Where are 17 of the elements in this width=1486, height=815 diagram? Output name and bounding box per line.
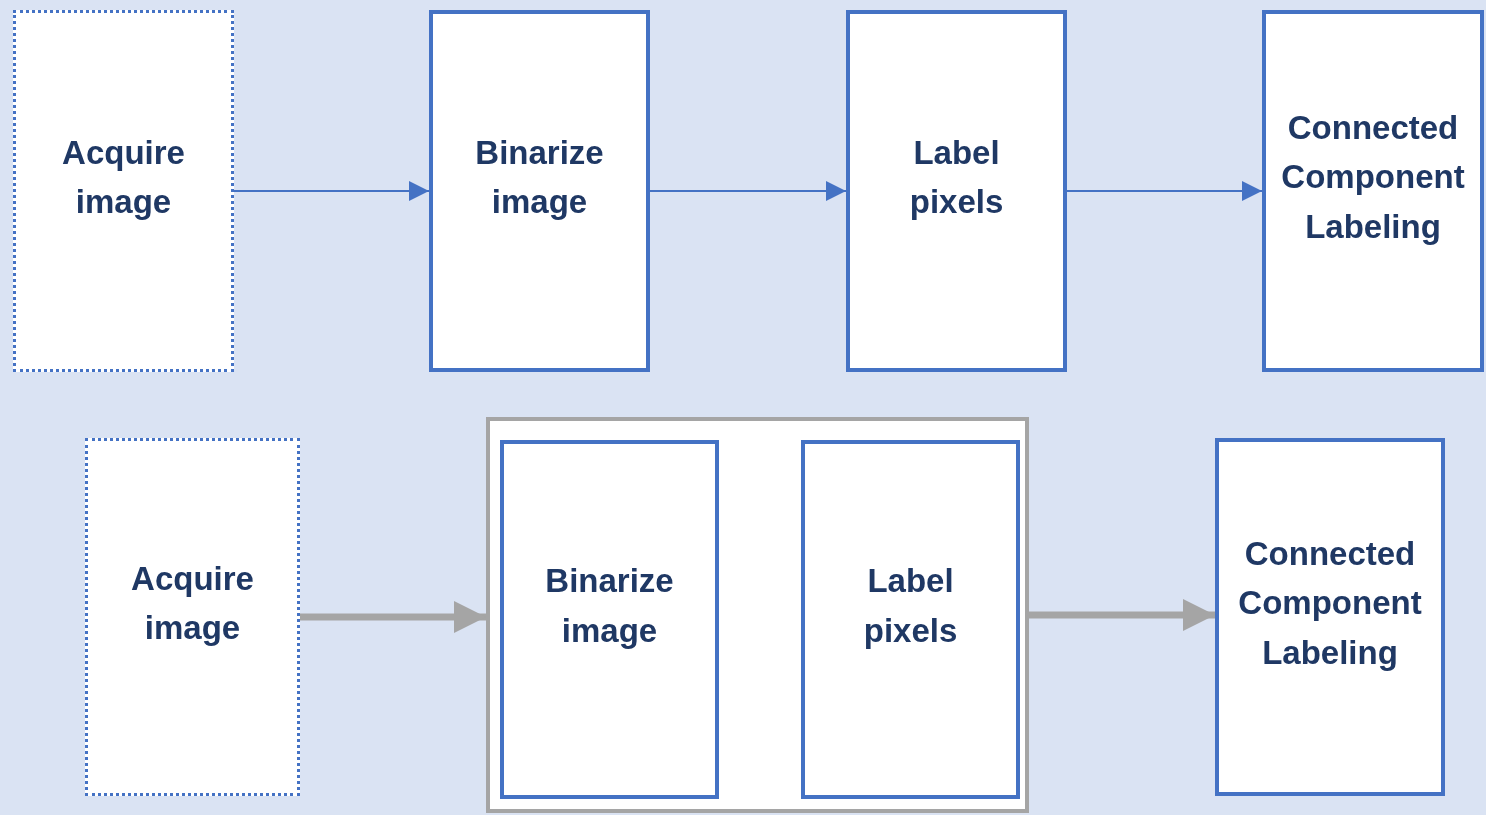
group-box xyxy=(486,417,1029,813)
process-box xyxy=(429,10,650,372)
box-label: Connected Component Labeling xyxy=(1280,107,1466,247)
box-label: Connected Component Labeling xyxy=(1237,533,1423,673)
process-box xyxy=(85,438,300,796)
box-label: Acquire image xyxy=(130,558,255,648)
box-label: Binarize image xyxy=(474,132,605,222)
process-box xyxy=(1262,10,1484,372)
process-box xyxy=(500,440,719,799)
process-box xyxy=(846,10,1067,372)
process-box xyxy=(1215,438,1445,796)
box-label: Binarize image xyxy=(544,561,675,651)
process-box xyxy=(801,440,1020,799)
box-label: Label pixels xyxy=(908,132,1005,222)
box-label: Label pixels xyxy=(862,561,959,651)
process-box xyxy=(13,10,234,372)
box-label: Acquire image xyxy=(61,132,186,222)
